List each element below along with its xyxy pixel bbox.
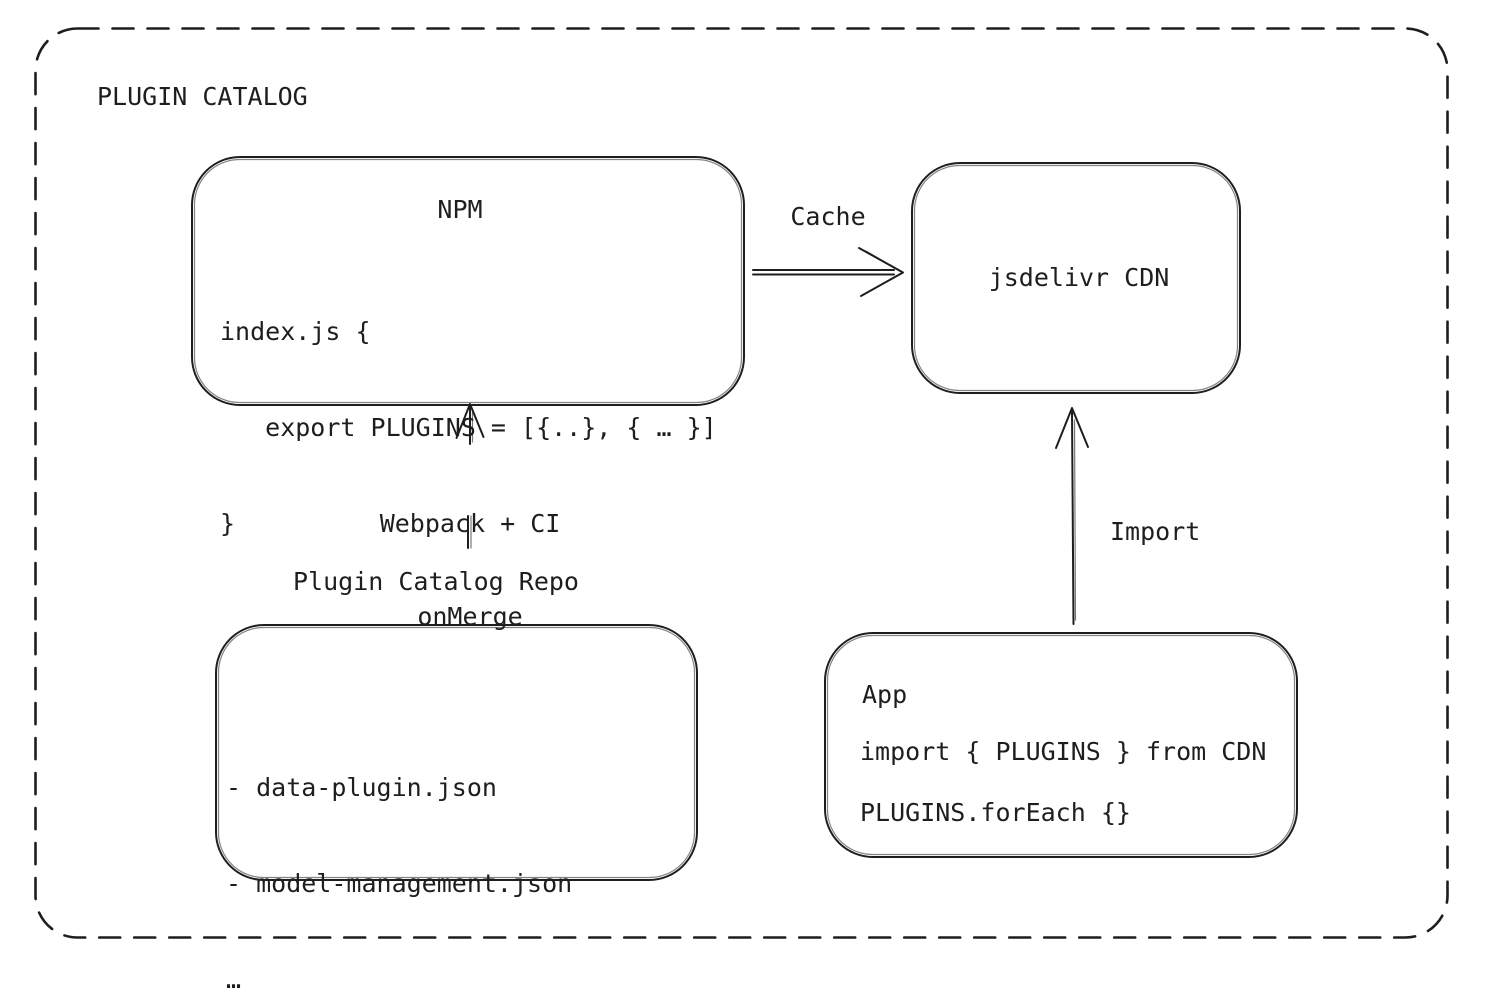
build-arrow-label-line-1: Webpack + CI [379,509,561,538]
repo-box-label: Plugin Catalog Repo [293,567,579,596]
repo-file-list: - data-plugin.json - model-management.js… [226,708,572,1002]
cache-arrow-label: Cache [790,202,866,231]
npm-code-line-2: export PLUGINS = [{..}, { … }] [220,413,717,442]
npm-code-block: index.js { export PLUGINS = [{..}, { … }… [220,252,717,604]
repo-file-1: - data-plugin.json [226,773,497,802]
build-arrow-label: Webpack + CI onMerge [380,446,561,694]
import-arrow-label: Import [1110,517,1201,546]
app-box-shape [824,632,1298,858]
npm-code-line-1: index.js { [220,317,371,346]
repo-file-2: - model-management.json [226,869,573,898]
diagram-title: PLUGIN CATALOG [97,82,308,111]
app-box-title: App [862,680,908,709]
repo-box-shape [215,624,698,881]
import-arrow [1055,407,1089,625]
build-arrow [455,403,485,549]
npm-box-shape [191,156,745,406]
app-code-line-2: PLUGINS.forEach {} [860,798,1131,827]
app-code-line-1: import { PLUGINS } from CDN [860,737,1267,766]
repo-file-3: … [226,965,242,994]
plugin-catalog-boundary [34,27,1449,939]
cdn-box-label: jsdelivr CDN [988,263,1170,292]
npm-box-title: NPM [437,195,483,224]
cdn-box-shape [911,162,1241,394]
build-arrow-label-line-2: onMerge [417,602,523,631]
npm-code-line-3: } [220,509,236,538]
cache-arrow [752,247,904,297]
